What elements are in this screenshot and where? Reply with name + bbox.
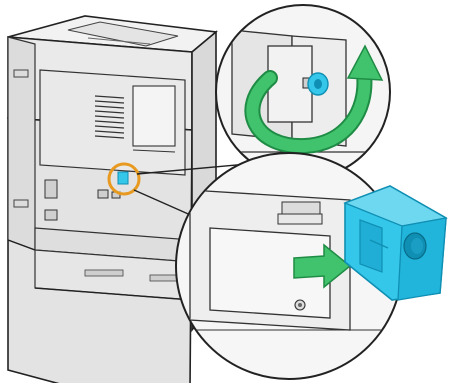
- printer-icon: [8, 16, 216, 383]
- zoom-circle-upper: [215, 5, 395, 179]
